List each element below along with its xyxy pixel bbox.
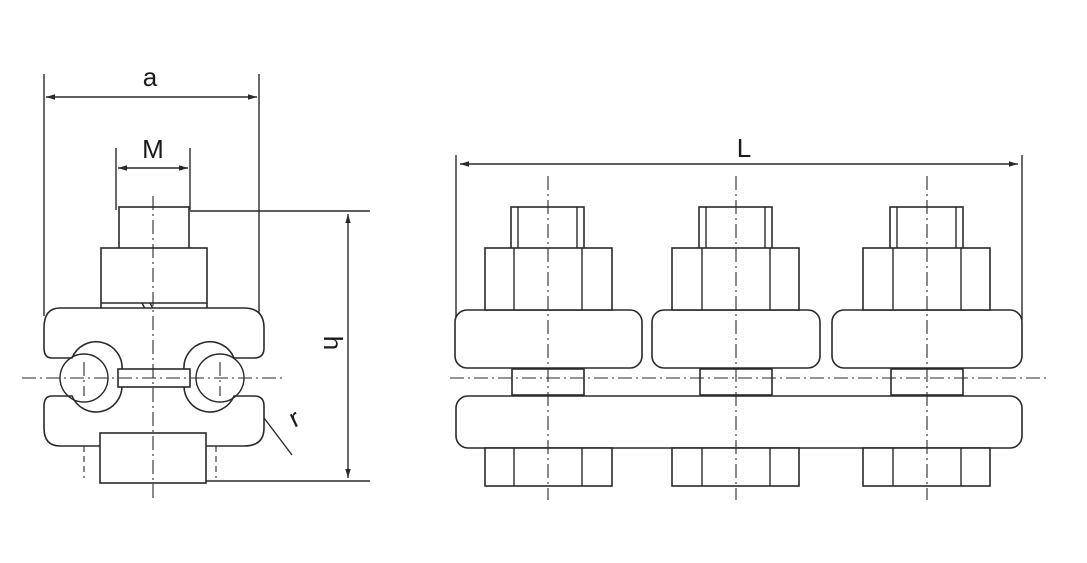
groove-left-upper [59, 353, 109, 379]
lower-plate [455, 395, 1023, 449]
side-view: a M h r [22, 62, 370, 500]
upper-jaw [43, 307, 265, 371]
label-a: a [143, 62, 158, 92]
bolt-assembly-2 [671, 176, 800, 500]
nut-top-side [118, 206, 190, 250]
label-m: M [142, 134, 164, 164]
front-view: L [450, 133, 1046, 500]
bolt-assembly-3 [862, 176, 991, 500]
label-h: h [318, 336, 348, 350]
groove-left-lower [59, 377, 109, 403]
groove-right-lower [195, 377, 245, 403]
bolt-assembly-1 [484, 176, 613, 500]
groove-right-upper [195, 353, 245, 379]
label-l: L [737, 133, 751, 163]
label-r: r [284, 402, 305, 433]
